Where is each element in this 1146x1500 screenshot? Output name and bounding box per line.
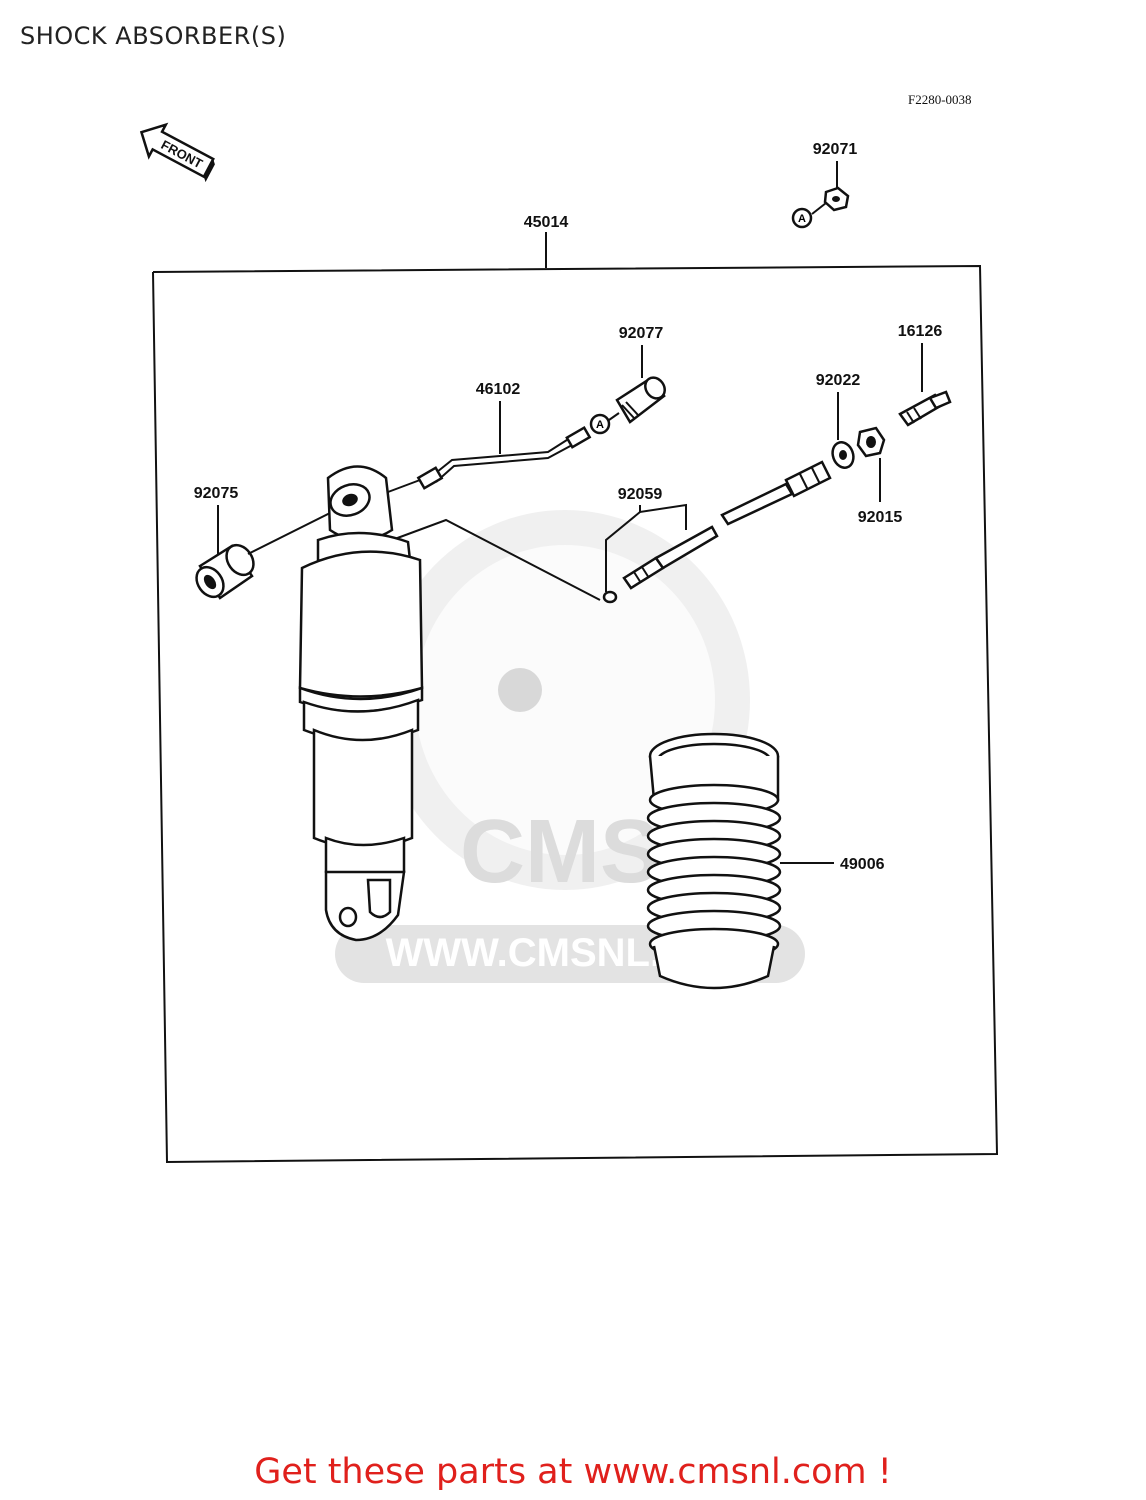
nut-92015	[856, 426, 886, 458]
part-number-92071: 92071	[813, 141, 858, 158]
part-number-92059: 92059	[618, 486, 663, 503]
part-number-92022: 92022	[816, 372, 861, 389]
nut-92071	[823, 186, 850, 212]
part-number-49006: 49006	[840, 856, 885, 873]
hose-46102	[416, 425, 592, 490]
assembly-box	[152, 264, 999, 1164]
part-number-92075: 92075	[194, 485, 239, 502]
cap-92077	[615, 376, 666, 424]
drawing-reference-code: F2280-0038	[908, 92, 972, 107]
bushing-92075	[195, 543, 255, 600]
fitting-92059	[602, 460, 832, 604]
washer-92022	[831, 441, 855, 469]
part-number-45014: 45014	[524, 214, 569, 231]
part-number-16126: 16126	[898, 323, 943, 340]
callout-a-marker-2: A	[596, 419, 604, 431]
front-arrow-icon: FRONT	[139, 122, 215, 183]
part-number-92077: 92077	[619, 325, 664, 342]
watermark-logo-text: CMS	[460, 802, 660, 902]
part-number-92015: 92015	[858, 509, 903, 526]
part-number-46102: 46102	[476, 381, 521, 398]
footer-parts-link[interactable]: Get these parts at www.cmsnl.com !	[254, 1452, 892, 1492]
shock-absorber-body	[298, 465, 424, 942]
page-title: SHOCK ABSORBER(S)	[20, 22, 287, 50]
bellows-boot-49006	[646, 732, 782, 990]
valve-16126	[898, 390, 952, 427]
callout-a-marker: A	[791, 207, 813, 229]
svg-text:A: A	[798, 213, 806, 225]
